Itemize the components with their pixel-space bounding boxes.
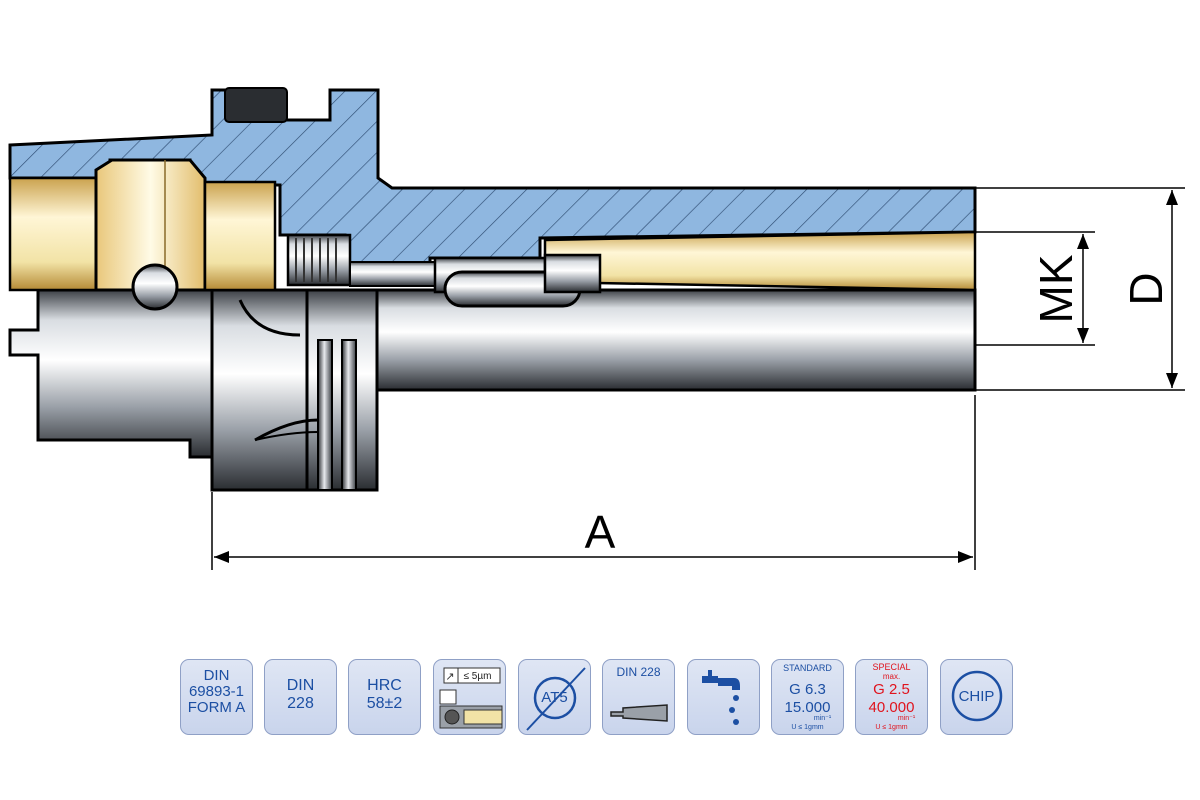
badge-line: HRC: [367, 677, 402, 694]
rpm-unit: min⁻¹: [897, 715, 916, 722]
dimension-lines: [211, 187, 1185, 570]
balancing-tolerance: U ≤ 1gmm: [875, 724, 908, 731]
feature-badges: DIN 69893-1 FORM A DIN 228 HRC 58±2 ↗ ≤ …: [180, 659, 1020, 735]
badge-line: FORM A: [187, 699, 246, 716]
badge-line: DIN: [286, 677, 315, 694]
din-228-label: DIN 228: [616, 665, 661, 679]
at5-taper-tolerance-icon: AT5: [518, 659, 591, 735]
balancing-header: SPECIAL: [872, 662, 911, 672]
hsk-clamping-insert: [8, 158, 277, 292]
locking-ball: [131, 263, 179, 311]
holder-outer-body: [8, 288, 977, 492]
runout-label: ≤ 5µm: [463, 671, 492, 682]
set-screw: [286, 233, 436, 287]
coolant-tap-icon: [687, 659, 760, 735]
rpm-unit: min⁻¹: [813, 715, 832, 722]
din-228-badge: DIN 228: [264, 659, 337, 735]
balancing-grade: G 6.3: [789, 681, 826, 698]
dimension-a-label: A: [585, 506, 616, 558]
badge-line: 228: [287, 695, 314, 712]
balancing-rpm: 15.000: [784, 699, 831, 716]
drive-slot: [224, 87, 288, 123]
badge-line: DIN: [203, 667, 230, 684]
special-balancing-badge: SPECIAL max. G 2.5 40.000 min⁻¹ U ≤ 1gmm: [855, 659, 928, 735]
dimension-mk-label: MK: [1030, 254, 1082, 323]
din-69893-1-form-a-badge: DIN 69893-1 FORM A: [180, 659, 253, 735]
standard-balancing-badge: STANDARD G 6.3 15.000 min⁻¹ U ≤ 1gmm: [771, 659, 844, 735]
badge-line: 58±2: [366, 695, 403, 712]
balancing-header: STANDARD: [783, 663, 832, 673]
morse-taper-bore: [543, 230, 977, 292]
chip-label: CHIP: [958, 688, 995, 705]
morse-taper-shank-icon: DIN 228: [602, 659, 675, 735]
tool-shank: [433, 253, 602, 308]
balancing-tolerance: U ≤ 1gmm: [791, 724, 824, 731]
at5-label: AT5: [541, 689, 568, 706]
hardness-badge: HRC 58±2: [348, 659, 421, 735]
balancing-grade: G 2.5: [873, 681, 910, 698]
svg-text:↗: ↗: [445, 671, 454, 683]
runout-gauge-icon: ↗ ≤ 5µm: [433, 659, 506, 735]
badge-line: 69893-1: [188, 683, 245, 700]
chip-badge: CHIP: [940, 659, 1013, 735]
flange-grooves: [238, 299, 357, 491]
balancing-rpm: 40.000: [868, 699, 915, 716]
balancing-max: max.: [882, 672, 901, 681]
dimension-d-label: D: [1120, 272, 1172, 305]
